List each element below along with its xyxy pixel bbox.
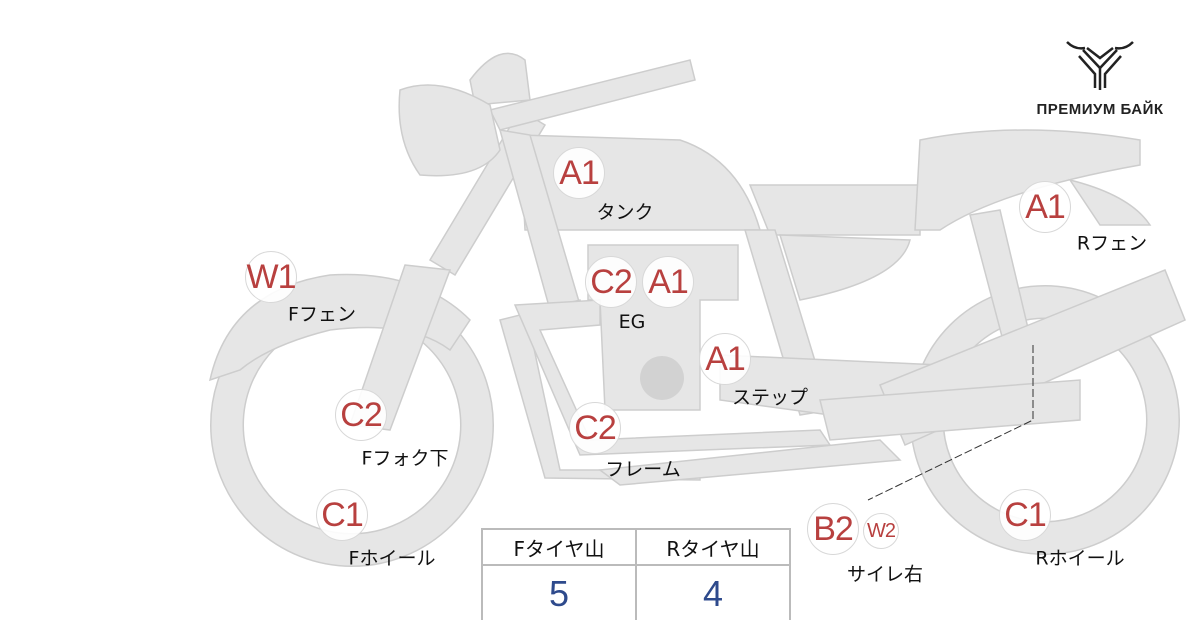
rear-tread-value: 4 [635, 564, 791, 620]
part-label-engine: EG [618, 311, 646, 333]
grade-marker-front-wheel: C1 [316, 489, 368, 541]
brand-name: ПРЕМИУМ БАЙК [1036, 101, 1164, 118]
grade-marker-engine-a1: A1 [642, 256, 694, 308]
grade-marker-rear-fender: A1 [1019, 181, 1071, 233]
part-label-rear-fender: Rフェン [1076, 232, 1148, 255]
part-label-rear-wheel: Rホイール [1035, 547, 1125, 570]
part-label-frame: フレーム [605, 458, 681, 481]
front-tread-value: 5 [481, 564, 637, 620]
rear-tread-header: Rタイヤ山 [635, 528, 791, 566]
grade-marker-front-fork: C2 [335, 389, 387, 441]
part-label-step: ステップ [731, 386, 809, 409]
part-label-front-wheel: Fホイール [348, 547, 436, 570]
brand-logo: ПРЕМИУМ БАЙК [1010, 38, 1190, 118]
bull-head-logo-icon [1066, 41, 1134, 90]
grade-marker-engine-c2: C2 [585, 256, 637, 308]
grade-marker-tank: A1 [553, 147, 605, 199]
front-tread-header: Fタイヤ山 [481, 528, 637, 566]
grade-marker-muffler-b2: B2 [807, 503, 859, 555]
part-label-muffler-right: サイレ右 [846, 563, 924, 586]
grade-marker-front-fender: W1 [245, 251, 297, 303]
grade-marker-step: A1 [699, 333, 751, 385]
part-label-tank: タンク [596, 201, 654, 224]
tire-tread-table: Fタイヤ山 Rタイヤ山 5 4 [481, 528, 791, 620]
part-label-front-fork: Fフォク下 [361, 447, 449, 470]
grade-marker-muffler-w2: W2 [863, 513, 899, 549]
part-label-front-fender: Fフェン [288, 303, 356, 326]
grade-marker-frame: C2 [569, 402, 621, 454]
grade-marker-rear-wheel: C1 [999, 489, 1051, 541]
